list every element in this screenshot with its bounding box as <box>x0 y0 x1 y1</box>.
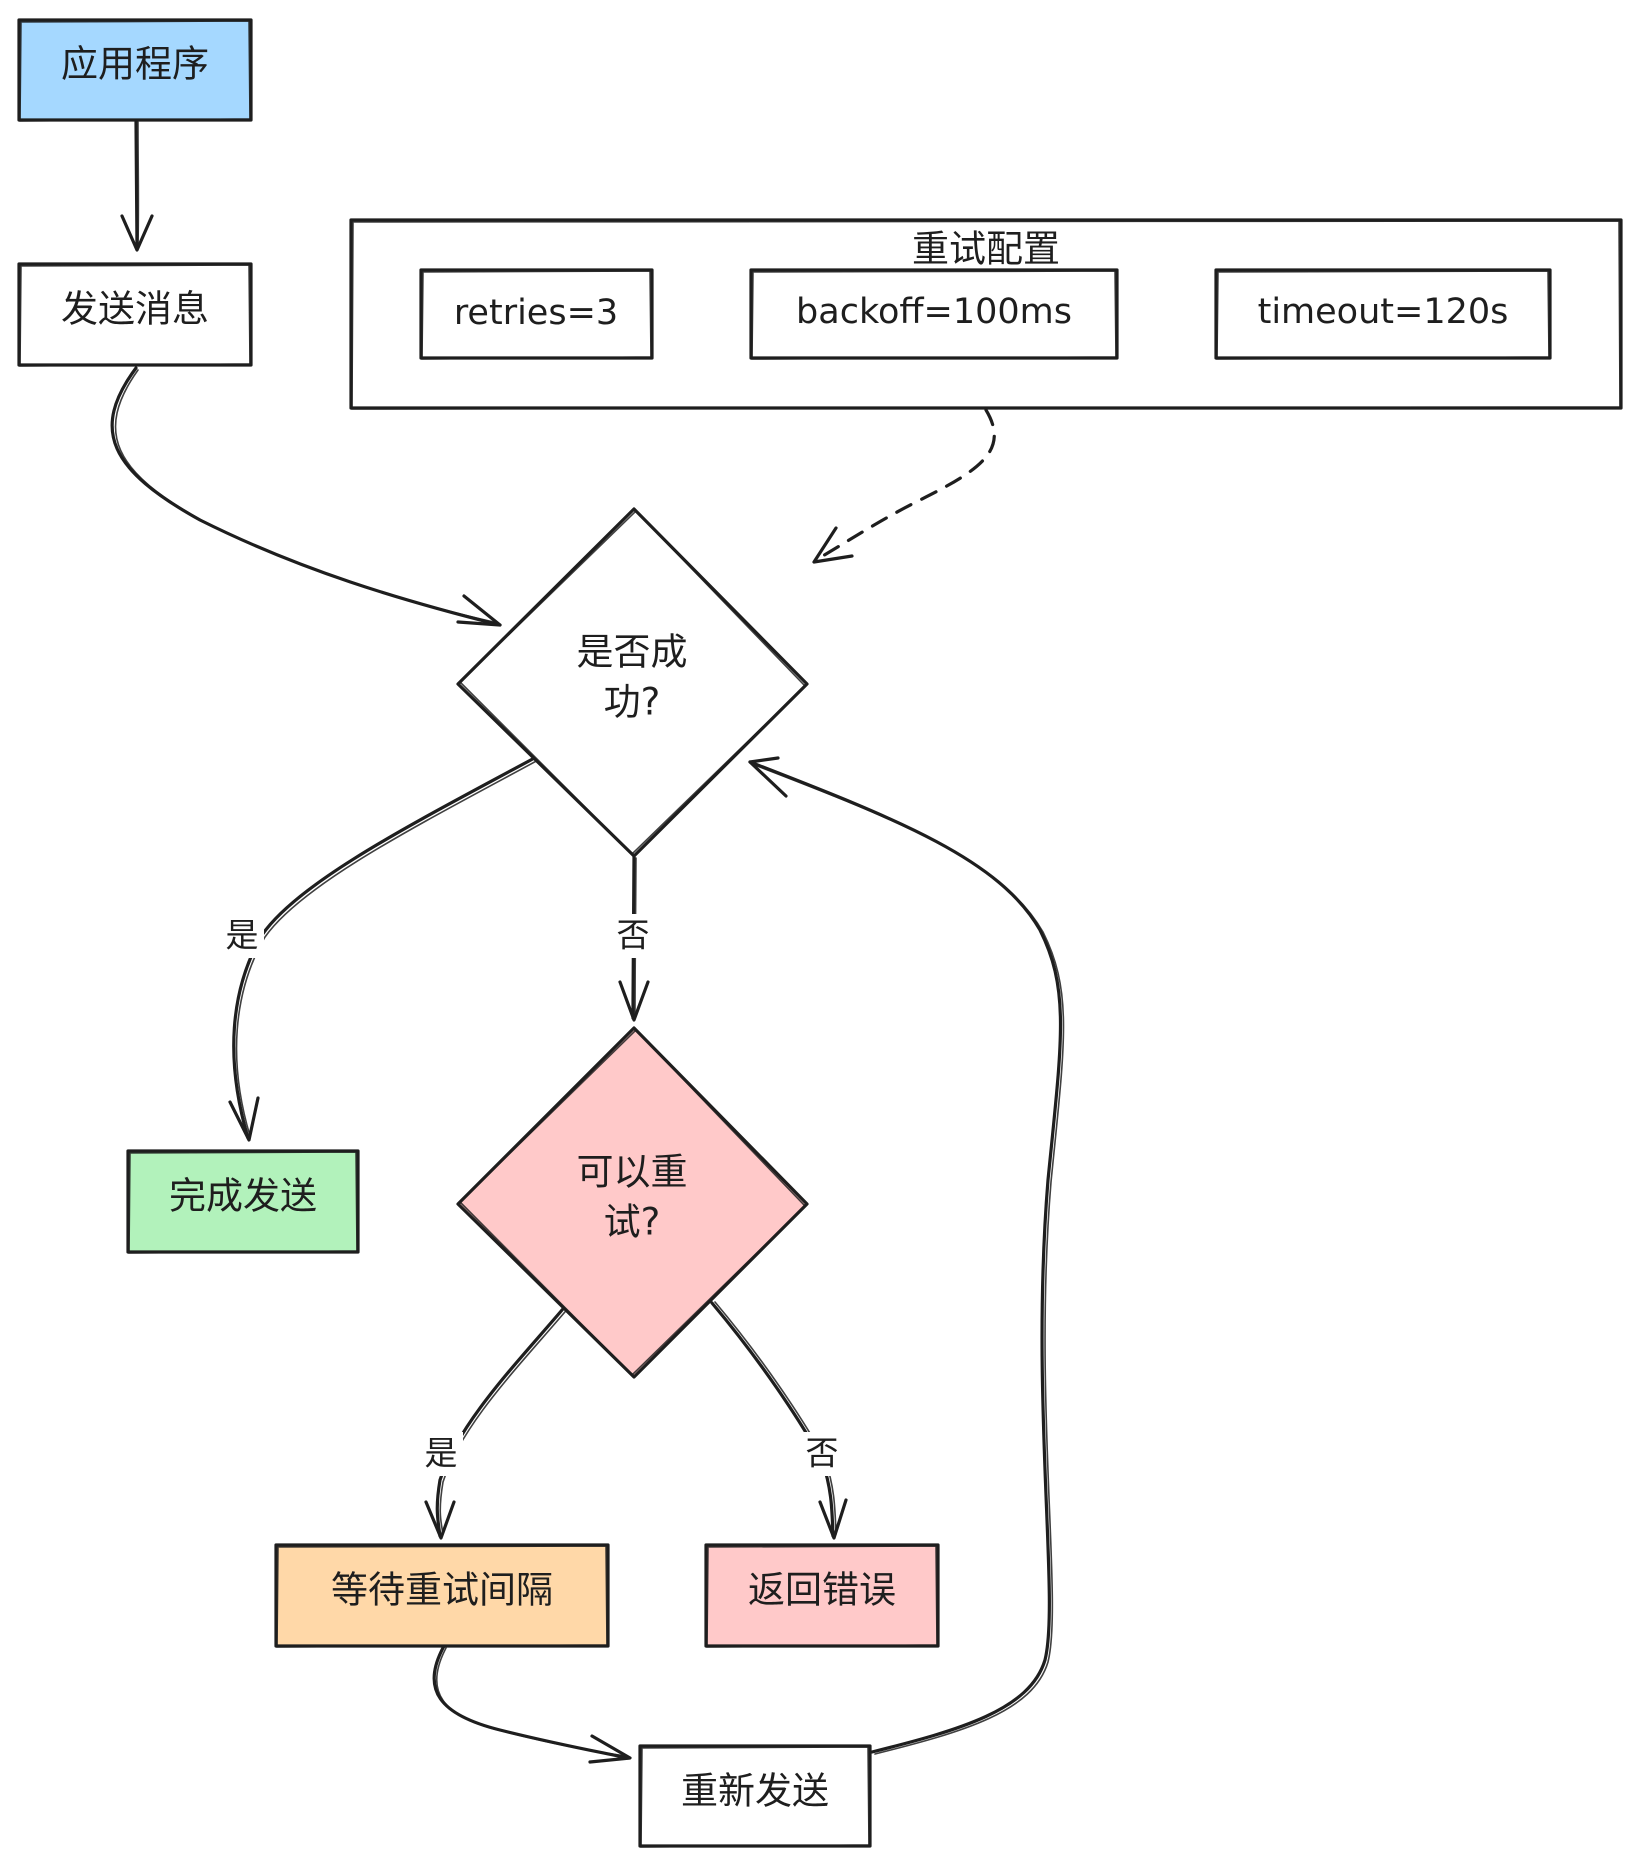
node-retry-label-line2: 试? <box>604 1201 661 1244</box>
svg-text:否: 否 <box>806 1434 839 1473</box>
edge-send-to-success <box>110 366 502 627</box>
config-title: 重试配置 <box>912 228 1060 271</box>
edge-wait-to-resend <box>432 1644 632 1764</box>
node-wait-label: 等待重试间隔 <box>331 1569 553 1612</box>
node-app[interactable]: 应用程序 <box>17 18 253 122</box>
edge-config-to-success <box>812 408 996 564</box>
node-send[interactable]: 发送消息 <box>17 262 253 367</box>
node-wait[interactable]: 等待重试间隔 <box>274 1543 610 1648</box>
edge-success-yes <box>228 753 543 1142</box>
edge-label-retry-yes: 是 <box>419 1432 463 1476</box>
node-success-label-line1: 是否成 <box>577 631 688 674</box>
edge-label-success-no: 否 <box>611 914 655 958</box>
config-item-backoff-label: backoff=100ms <box>796 292 1072 332</box>
node-send-label: 发送消息 <box>61 288 209 331</box>
edge-label-success-yes: 是 <box>220 914 264 958</box>
config-item-backoff: backoff=100ms <box>749 268 1119 360</box>
config-item-timeout-label: timeout=120s <box>1258 292 1509 332</box>
node-retry-label-line1: 可以重 <box>577 1151 688 1194</box>
edge-app-to-send <box>120 120 154 252</box>
svg-text:是: 是 <box>226 916 259 955</box>
node-app-label: 应用程序 <box>61 43 209 86</box>
config-item-timeout: timeout=120s <box>1214 268 1552 360</box>
config-item-retries-label: retries=3 <box>454 293 618 333</box>
config-group: 重试配置 retries=3 backoff=100ms timeout=120… <box>349 218 1623 410</box>
node-retry-decision[interactable]: 可以重 试? <box>456 1026 809 1379</box>
node-resend-label: 重新发送 <box>681 1770 829 1813</box>
svg-text:否: 否 <box>617 916 650 955</box>
node-done-label: 完成发送 <box>169 1175 317 1218</box>
node-success-label-line2: 功? <box>604 681 661 724</box>
node-done[interactable]: 完成发送 <box>126 1149 360 1254</box>
config-item-retries: retries=3 <box>419 268 654 360</box>
node-success-decision[interactable]: 是否成 功? <box>456 507 809 858</box>
edge-retry-yes <box>424 1301 571 1540</box>
edge-retry-no <box>710 1301 848 1540</box>
edge-resend-to-success <box>748 756 1065 1755</box>
node-error[interactable]: 返回错误 <box>704 1543 940 1648</box>
svg-text:是: 是 <box>425 1434 458 1473</box>
edge-label-retry-no: 否 <box>800 1432 844 1476</box>
node-resend[interactable]: 重新发送 <box>638 1744 872 1848</box>
node-error-label: 返回错误 <box>748 1569 896 1612</box>
